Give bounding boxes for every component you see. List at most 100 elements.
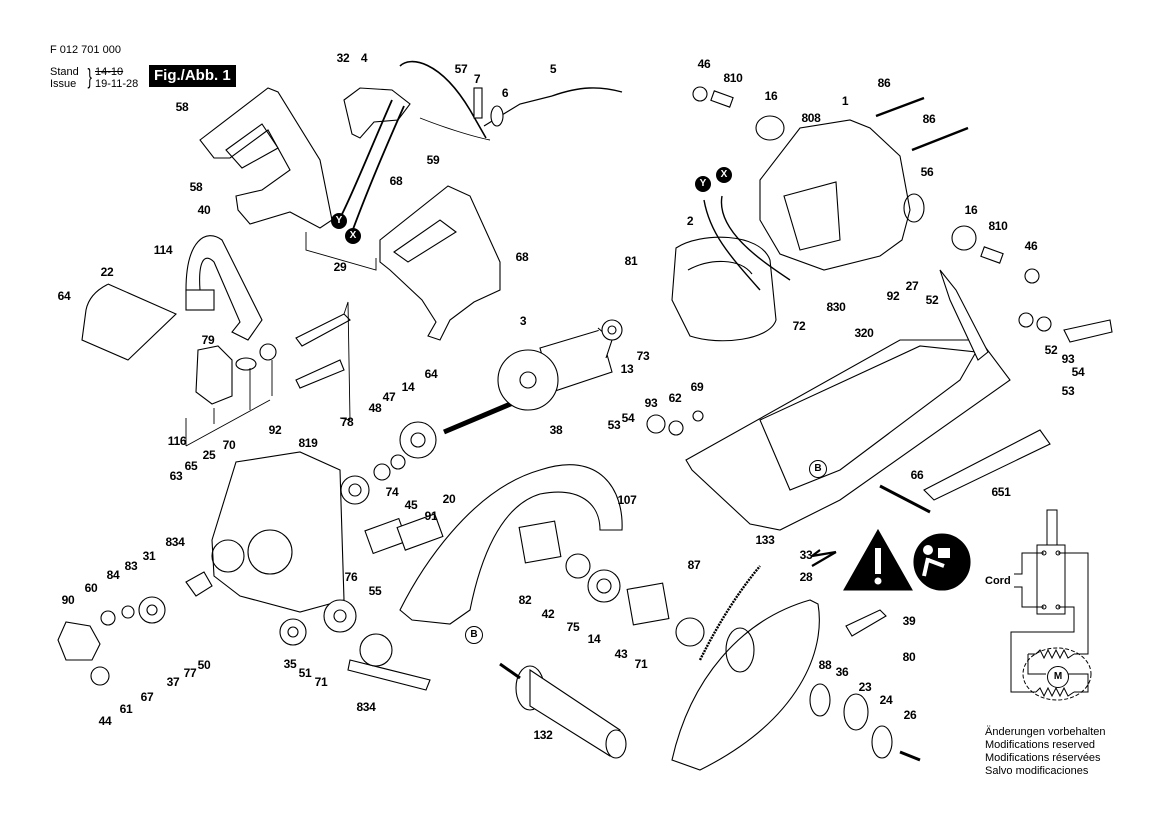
handle-housing-half: [305, 185, 501, 341]
note-line: Modifications reserved: [985, 739, 1096, 751]
part-number-label: 819: [298, 436, 318, 450]
part-number-label: 7: [473, 72, 481, 86]
part-number-label: 64: [57, 289, 71, 303]
part-number-label: 56: [920, 165, 934, 179]
part-number-label: 37: [166, 675, 180, 689]
stand-label: Stand: [50, 66, 79, 78]
part-number-label: 90: [61, 593, 75, 607]
cover-plate: [81, 283, 177, 361]
part-number-label: 16: [964, 203, 978, 217]
part-number-label: 73: [636, 349, 650, 363]
part-number-label: 132: [533, 728, 553, 742]
part-number-label: 2: [686, 214, 694, 228]
part-number-label: 61: [119, 702, 133, 716]
motor-symbol: M: [1047, 666, 1069, 688]
part-number-label: 80: [902, 650, 916, 664]
note-line: Salvo modificaciones: [985, 765, 1089, 777]
part-number-label: 92: [886, 289, 900, 303]
part-number-label: 57: [454, 62, 468, 76]
part-number-label: 65: [184, 459, 198, 473]
stand-value: 14-10: [95, 66, 124, 78]
part-number-label: 1: [841, 94, 849, 108]
part-number-label: 116: [167, 434, 187, 448]
part-number-label: 82: [518, 593, 532, 607]
wiring-diagram: [1010, 509, 1092, 701]
part-number-label: 808: [801, 111, 821, 125]
part-number-label: 834: [165, 535, 185, 549]
part-number-label: 86: [877, 76, 891, 90]
field-coil: [671, 195, 791, 342]
gear-housing: [211, 451, 345, 613]
pin: [879, 484, 931, 514]
part-number-label: 59: [426, 153, 440, 167]
aux-handle: [499, 662, 627, 759]
part-number-label: 13: [620, 362, 634, 376]
part-number-label: 5: [549, 62, 557, 76]
part-number-label: 830: [826, 300, 846, 314]
part-number-label: 36: [835, 665, 849, 679]
part-number-label: 70: [222, 438, 236, 452]
part-number-label: 834: [356, 700, 376, 714]
bow-handle: [185, 235, 263, 341]
part-number-label: 86: [922, 112, 936, 126]
part-number-label: 32: [336, 51, 350, 65]
part-number-label: 52: [1044, 343, 1058, 357]
note-line: Änderungen vorbehalten: [985, 726, 1106, 738]
part-number-label: 91: [424, 509, 438, 523]
bearings-small-parts: [57, 312, 1113, 691]
part-number-label: 55: [368, 584, 382, 598]
part-number-label: 60: [84, 581, 98, 595]
part-number-label: 35: [283, 657, 297, 671]
part-number-label: 651: [991, 485, 1011, 499]
part-number-label: 51: [298, 666, 312, 680]
modifications-notice: Änderungen vorbehalten Modifications res…: [985, 726, 1105, 778]
part-number-label: 47: [382, 390, 396, 404]
part-number-label: 72: [792, 319, 806, 333]
part-number-label: 46: [697, 57, 711, 71]
part-number-label: 58: [189, 180, 203, 194]
part-number-label: 92: [268, 423, 282, 437]
part-number-label: 58: [175, 100, 189, 114]
part-number-label: 43: [614, 647, 628, 661]
note-line: Modifications réservées: [985, 752, 1101, 764]
part-number-label: 26: [903, 708, 917, 722]
wire-marker-x: X: [716, 167, 732, 183]
part-number-label: 28: [799, 570, 813, 584]
part-number-label: 3: [519, 314, 527, 328]
lock-mechanism: [185, 301, 351, 447]
part-number-label: 24: [879, 693, 893, 707]
part-number-label: 33: [799, 548, 813, 562]
part-number-label: 78: [340, 415, 354, 429]
part-number-label: 31: [142, 549, 156, 563]
part-number-label: 67: [140, 690, 154, 704]
part-number-label: 45: [404, 498, 418, 512]
part-number-label: 14: [401, 380, 415, 394]
part-number-label: 76: [344, 570, 358, 584]
part-number-label: 320: [854, 326, 874, 340]
part-number-label: 68: [515, 250, 529, 264]
part-number-label: 83: [124, 559, 138, 573]
figure-badge: Fig./Abb. 1: [149, 65, 236, 87]
part-number-label: 40: [197, 203, 211, 217]
brace: }: [87, 64, 92, 89]
part-number-label: 14: [587, 632, 601, 646]
flange-parts: [809, 609, 921, 762]
part-number-label: 16: [764, 89, 778, 103]
part-number-label: 79: [201, 333, 215, 347]
part-number-label: 66: [910, 468, 924, 482]
brush-holders: [692, 86, 1040, 284]
part-number-label: 74: [385, 485, 399, 499]
issue-label: Issue: [50, 78, 77, 90]
part-number-label: 69: [690, 380, 704, 394]
part-number-label: 6: [501, 86, 509, 100]
part-number-label: 68: [389, 174, 403, 188]
switch-assembly: [339, 60, 491, 233]
part-number-label: 25: [202, 448, 216, 462]
cord-label: Cord: [985, 575, 1011, 587]
reference-marker-b: B: [809, 460, 827, 478]
part-number-label: 810: [723, 71, 743, 85]
part-number-label: 22: [100, 265, 114, 279]
part-number-label: 52: [925, 293, 939, 307]
part-number-label: 114: [153, 243, 173, 257]
